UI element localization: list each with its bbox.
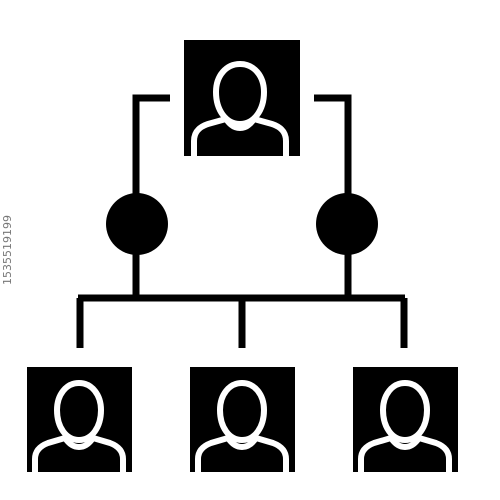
stock-image-id-text: 1535519199 (1, 215, 14, 285)
left-node-circle-icon (106, 193, 168, 255)
bottom-left-user-avatar-icon (27, 367, 132, 472)
connector-lines (76, 94, 408, 348)
bottom-right-user-avatar-icon (353, 367, 458, 472)
top-left-connector (132, 94, 170, 200)
bottom-center-user-avatar-icon (190, 367, 295, 472)
top-user-avatar-icon (184, 40, 300, 156)
right-node-circle-icon (316, 193, 378, 255)
top-right-connector (314, 94, 352, 200)
